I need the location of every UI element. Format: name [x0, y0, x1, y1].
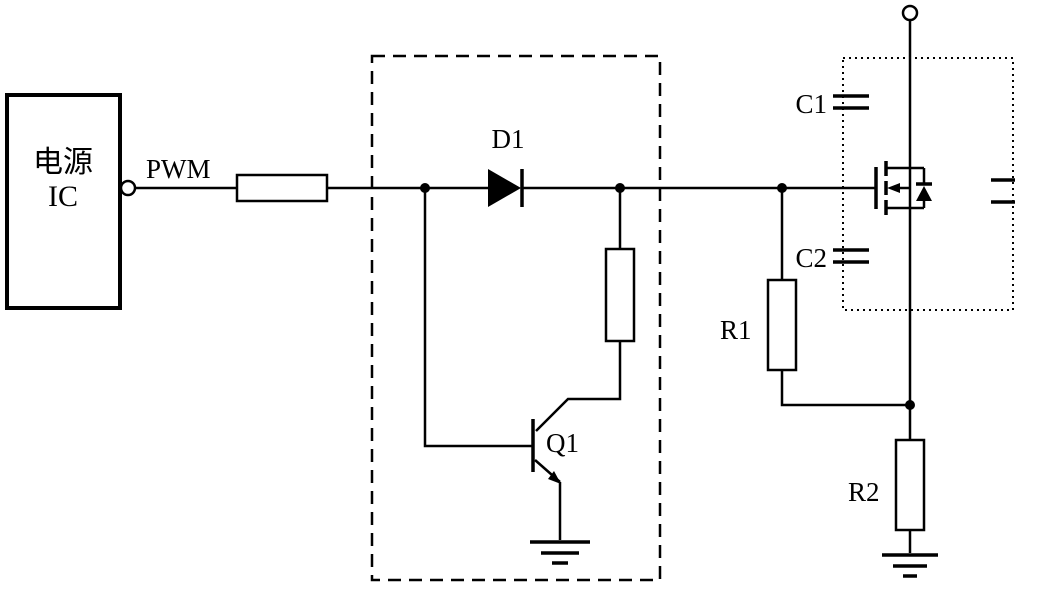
q1-label: Q1	[546, 428, 579, 458]
power-ic-box	[5, 93, 122, 310]
wire-base-branch	[423, 188, 533, 448]
wire-r1-to-source-rail	[780, 370, 910, 407]
r2-label: R2	[848, 477, 880, 507]
resistor-r1-branch: R1	[720, 188, 915, 410]
drain-source-capacitor	[991, 178, 1015, 204]
mosfet-body-arrow	[887, 183, 900, 193]
diode-d1: D1	[488, 124, 525, 207]
drain-top-terminal	[901, 4, 919, 22]
q1-emitter-arrow	[548, 471, 561, 484]
driver-dashed-box	[370, 54, 662, 582]
pwm-label: PWM	[146, 154, 211, 184]
pull-resistor	[604, 247, 636, 343]
power-ic-label-line1: 电源	[33, 146, 93, 179]
diode-anode-triangle	[488, 169, 521, 207]
wire-pull-resistor-to-collector	[535, 341, 622, 432]
resistor-r2-branch: R2	[848, 438, 926, 553]
junction-dot-source-node	[905, 400, 915, 410]
mosfet-dotted-box	[842, 57, 1014, 311]
c1-label: C1	[795, 89, 827, 119]
mosfet	[874, 161, 932, 215]
pwm-output-terminal	[119, 179, 137, 197]
ground-symbol-q1	[530, 540, 590, 565]
series-resistor	[235, 173, 329, 203]
power-ic-block: 电源 IC	[5, 93, 137, 310]
resistor-r1	[766, 278, 798, 372]
r1-label: R1	[720, 315, 752, 345]
capacitor-c1: C1	[795, 89, 869, 119]
d1-label: D1	[492, 124, 525, 154]
capacitor-c2: C2	[795, 243, 869, 273]
transistor-q1: Q1	[423, 188, 579, 540]
power-ic-label-line2: IC	[48, 180, 78, 213]
body-diode-triangle	[916, 186, 932, 201]
c2-label: C2	[795, 243, 827, 273]
pull-resistor-branch	[535, 188, 636, 432]
resistor-r2	[894, 438, 926, 532]
ground-symbol-output	[882, 553, 938, 578]
